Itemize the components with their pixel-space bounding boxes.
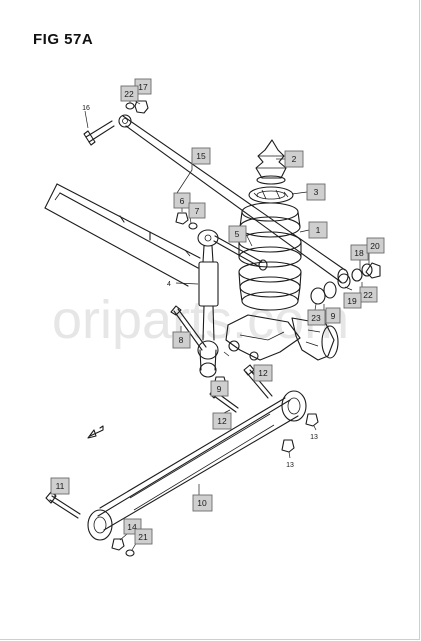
nut-13-upper [305, 413, 319, 427]
callout-20: 20 [366, 237, 385, 254]
svg-text:16: 16 [82, 105, 90, 112]
svg-text:2: 2 [292, 154, 297, 164]
svg-text:13: 13 [286, 462, 294, 469]
washer-22-top [125, 102, 135, 110]
bolt-5 [213, 235, 268, 271]
label-13-upper: 13 [310, 434, 318, 441]
callout-12-lower: 12 [212, 412, 232, 430]
svg-text:19: 19 [347, 296, 357, 306]
callout-9-upper: 9 [325, 307, 341, 324]
callout-7: 7 [188, 202, 206, 219]
nut-6 [175, 212, 189, 225]
svg-text:4: 4 [167, 281, 171, 288]
callout-2: 2 [284, 150, 304, 168]
svg-text:6: 6 [180, 196, 185, 206]
callout-22-top: 22 [120, 85, 139, 102]
bolt-16 [83, 120, 115, 146]
frame-rail [44, 183, 201, 287]
callout-6: 6 [173, 192, 191, 209]
svg-text:12: 12 [258, 368, 268, 378]
figure-title: FIG 57A [33, 31, 94, 48]
svg-text:7: 7 [195, 206, 200, 216]
spring-seat [248, 186, 294, 204]
label-16: 16 [82, 105, 90, 112]
axle-stub [291, 317, 339, 361]
svg-text:12: 12 [217, 416, 227, 426]
bump-stopper [255, 139, 287, 185]
washer-21 [125, 549, 135, 557]
bolt-8 [170, 305, 207, 351]
svg-text:21: 21 [138, 532, 148, 542]
svg-text:9: 9 [331, 311, 336, 321]
shock-absorber [197, 229, 219, 378]
svg-text:22: 22 [124, 89, 134, 99]
svg-text:20: 20 [370, 241, 380, 251]
nut-14 [111, 538, 125, 551]
nut-17 [134, 100, 149, 114]
svg-text:1: 1 [316, 225, 321, 235]
svg-text:15: 15 [196, 151, 206, 161]
svg-text:5: 5 [235, 229, 240, 239]
washer-7 [188, 222, 198, 230]
lateral-rod-hardware [310, 262, 381, 305]
svg-text:18: 18 [354, 248, 364, 258]
callout-9: 9 [210, 380, 229, 397]
svg-text:23: 23 [311, 313, 321, 323]
callout-11: 11 [50, 477, 70, 495]
callout-19: 19 [343, 292, 362, 309]
callout-22-right: 22 [359, 286, 378, 303]
callout-23: 23 [307, 309, 326, 326]
callout-12-upper: 12 [253, 364, 273, 382]
trailing-arm [87, 390, 307, 541]
label-4: 4 [167, 281, 171, 288]
svg-text:3: 3 [314, 187, 319, 197]
svg-text:8: 8 [179, 335, 184, 345]
coil-spring [238, 202, 302, 311]
nut-13-lower [281, 439, 295, 453]
callout-1: 1 [308, 221, 328, 239]
lateral-rod [118, 114, 349, 284]
svg-text:11: 11 [56, 481, 65, 491]
callout-8: 8 [172, 331, 191, 349]
callout-21: 21 [134, 528, 153, 545]
svg-text:10: 10 [197, 498, 207, 508]
front-direction-arrow-icon [87, 425, 104, 439]
svg-text:22: 22 [363, 290, 373, 300]
svg-text:13: 13 [310, 434, 318, 441]
svg-text:14: 14 [127, 522, 137, 532]
callout-3: 3 [306, 183, 326, 201]
svg-text:17: 17 [138, 82, 148, 92]
callout-18: 18 [350, 244, 369, 261]
axle-bracket [225, 314, 301, 361]
callout-10: 10 [192, 494, 213, 512]
bolt-11 [45, 491, 81, 519]
label-13-lower: 13 [286, 462, 294, 469]
callout-5: 5 [228, 225, 247, 243]
callout-15: 15 [191, 147, 211, 165]
svg-text:9: 9 [217, 384, 222, 394]
